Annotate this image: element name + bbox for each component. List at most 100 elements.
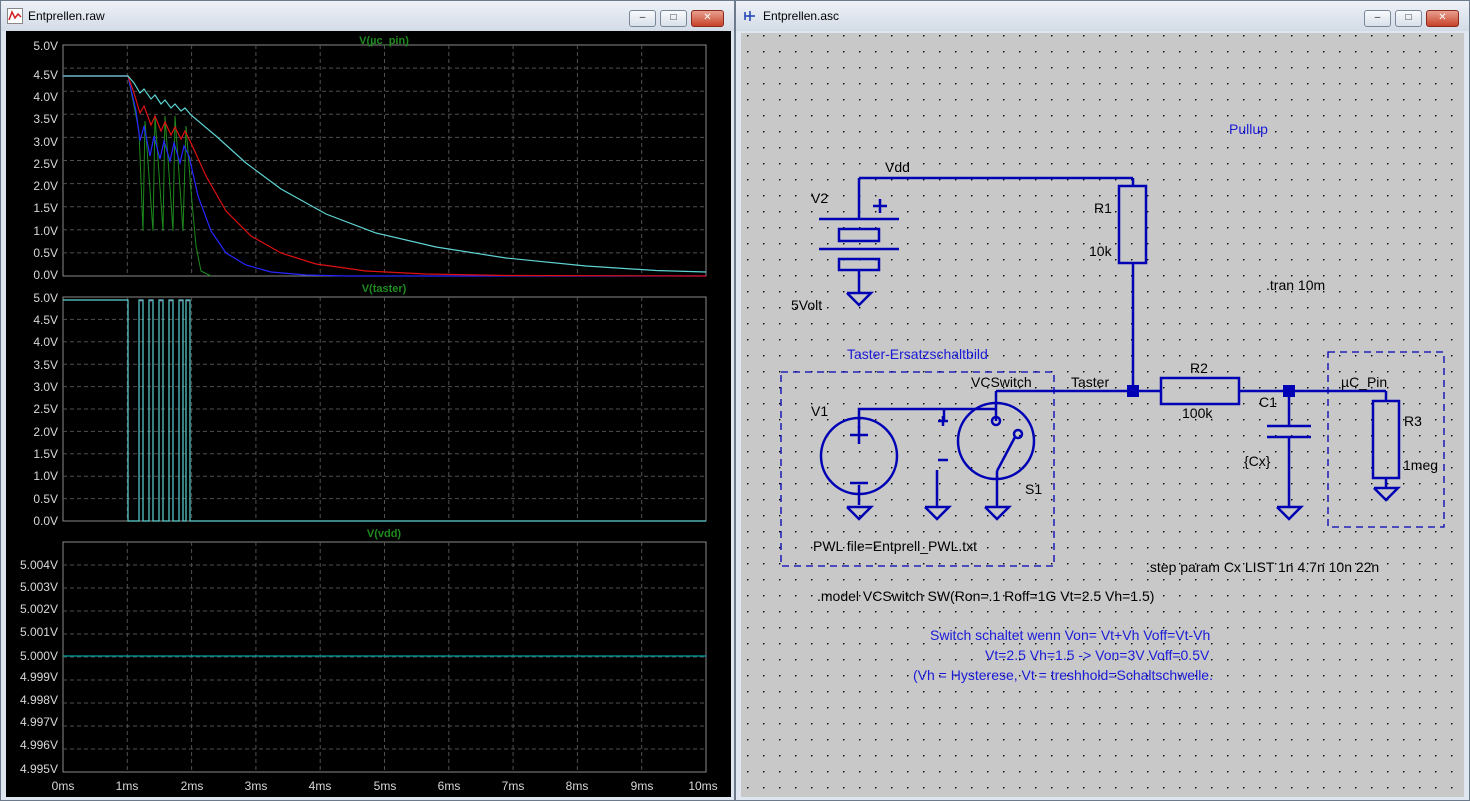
battery-v2[interactable]: [819, 199, 899, 272]
pane-uc-pin-grid: [63, 45, 706, 276]
trace-cx-1n[interactable]: [63, 75, 212, 277]
y-tick: 1.0V: [33, 469, 58, 483]
junction-taster[interactable]: [1127, 385, 1139, 397]
value-v2[interactable]: 5Volt: [791, 297, 822, 313]
x-axis-ticks: 0ms 1ms 2ms 3ms 4ms 5ms 6ms 7ms 8ms 9ms …: [52, 779, 718, 793]
junction-uc-pin[interactable]: [1283, 385, 1295, 397]
trace-taster[interactable]: [63, 299, 706, 522]
x-tick: 7ms: [502, 779, 525, 793]
value-c1[interactable]: {Cx}: [1244, 453, 1271, 469]
resistor-r1[interactable]: [1117, 184, 1148, 265]
net-label-uc-pin[interactable]: µC_Pin: [1341, 374, 1387, 390]
maximize-icon: □: [1405, 12, 1412, 23]
y-tick: 3.0V: [33, 380, 58, 394]
x-tick: 3ms: [245, 779, 268, 793]
y-tick: 4.998V: [20, 693, 58, 707]
y-tick: 5.003V: [20, 580, 58, 594]
schematic-app-icon: [744, 11, 755, 21]
y-tick: 5.0V: [33, 291, 58, 305]
maximize-button[interactable]: □: [660, 10, 687, 27]
pane-uc-pin[interactable]: V(µc_pin) 5.0V 4.5V 4.0V 3.5V 3.0V 2.5V …: [33, 35, 707, 282]
y-tick: 1.0V: [33, 224, 58, 238]
label-v1[interactable]: V1: [811, 403, 828, 419]
uc-pin-box: [1327, 351, 1445, 528]
value-r2[interactable]: 100k: [1182, 405, 1213, 421]
pullup-comment: Pullup: [1229, 121, 1268, 137]
minimize-button[interactable]: –: [629, 10, 656, 27]
schematic-window-title: Entprellen.asc: [763, 9, 840, 23]
trace-cx-22n[interactable]: [63, 75, 707, 273]
y-tick: 0.5V: [33, 246, 58, 260]
pane-taster-grid: [63, 297, 706, 521]
y-tick: 4.995V: [20, 762, 58, 776]
taster-box-comment: Taster-Ersatzschaltbild: [847, 346, 988, 362]
pane-uc-pin-label[interactable]: V(µc_pin): [359, 35, 409, 47]
wires: [857, 176, 1388, 506]
waveform-plot-area[interactable]: V(µc_pin) 5.0V 4.5V 4.0V 3.5V 3.0V 2.5V …: [6, 31, 731, 797]
y-tick: 0.0V: [33, 268, 58, 282]
switch-s1[interactable]: [938, 401, 1036, 481]
label-s1[interactable]: S1: [1025, 481, 1042, 497]
schematic-titlebar[interactable]: Entprellen.asc – □ ✕: [736, 1, 1469, 31]
label-r1[interactable]: R1: [1094, 200, 1112, 216]
ground-icon: [846, 505, 875, 521]
pane-taster[interactable]: V(taster) 5.0V 4.5V 4.0V 3.5V 3.0V 2.5V …: [33, 283, 707, 528]
maximize-icon: □: [670, 12, 677, 23]
y-tick: 1.5V: [33, 201, 58, 215]
voltage-source-v1[interactable]: [819, 416, 899, 496]
taster-equivalent-box: [780, 371, 1055, 567]
trace-cx-10n[interactable]: [63, 75, 707, 277]
close-button[interactable]: ✕: [691, 10, 724, 27]
y-tick: 3.0V: [33, 135, 58, 149]
ground-icons: [846, 291, 1402, 521]
trace-cx-4-7n[interactable]: [63, 75, 706, 277]
x-tick: 6ms: [438, 779, 461, 793]
ground-icon: [984, 505, 1013, 521]
schematic-close-button[interactable]: ✕: [1426, 10, 1459, 27]
step-directive[interactable]: .step param Cx LIST 1n 4.7n 10n 22n: [1146, 559, 1379, 575]
label-r3[interactable]: R3: [1404, 413, 1422, 429]
x-tick: 2ms: [181, 779, 204, 793]
close-icon: ✕: [703, 12, 712, 23]
pane-vdd-label[interactable]: V(vdd): [367, 528, 402, 540]
resistor-r2[interactable]: [1159, 376, 1241, 406]
value-r1[interactable]: 10k: [1089, 243, 1113, 259]
value-r3[interactable]: 1meg: [1403, 457, 1438, 473]
schematic-minimize-button[interactable]: –: [1364, 10, 1391, 27]
y-tick: 0.0V: [33, 514, 58, 528]
y-tick: 4.996V: [20, 738, 58, 752]
label-r2[interactable]: R2: [1190, 360, 1208, 376]
ground-icon: [846, 291, 875, 307]
net-label-vdd[interactable]: Vdd: [885, 159, 910, 175]
waveform-app-icon: [7, 8, 23, 24]
switch-comment-line2: Vt=2.5 Vh=1.5 -> Von=3V Voff=0.5V: [985, 647, 1210, 663]
close-icon: ✕: [1438, 12, 1447, 23]
x-tick: 10ms: [688, 779, 717, 793]
model-directive[interactable]: .model VCSwitch SW(Ron=.1 Roff=1G Vt=2.5…: [817, 588, 1154, 604]
label-vcswitch[interactable]: VCSwitch: [971, 374, 1032, 390]
pane-vdd[interactable]: V(vdd) 5.004V 5.003V 5.002V 5.001V 5.000…: [20, 528, 707, 776]
schematic-canvas[interactable]: Pullup Vdd V2 5Volt R1 10k .tran 10m Tas…: [741, 33, 1464, 797]
label-c1[interactable]: C1: [1259, 394, 1277, 410]
x-tick: 8ms: [566, 779, 589, 793]
pwl-value[interactable]: PWL file=Entprell_PWL.txt: [813, 538, 977, 554]
ground-icon: [924, 505, 953, 521]
switch-comment-line3: (Vh = Hysterese, Vt = treshhold=Schaltsc…: [913, 667, 1213, 683]
y-tick: 4.999V: [20, 670, 58, 684]
label-v2[interactable]: V2: [811, 190, 828, 206]
net-label-taster[interactable]: Taster: [1071, 374, 1109, 390]
resistor-r3[interactable]: [1371, 399, 1401, 480]
capacitor-c1[interactable]: [1267, 424, 1311, 439]
y-tick: 1.5V: [33, 447, 58, 461]
tran-directive[interactable]: .tran 10m: [1266, 277, 1325, 293]
pane-vdd-grid: [63, 542, 706, 772]
schematic-maximize-button[interactable]: □: [1395, 10, 1422, 27]
waveform-titlebar[interactable]: Entprellen.raw – □ ✕: [1, 1, 734, 31]
pane-vdd-y-ticks: 5.004V 5.003V 5.002V 5.001V 5.000V 4.999…: [20, 558, 58, 776]
x-tick: 0ms: [52, 779, 75, 793]
minimize-icon: –: [639, 12, 646, 23]
x-tick: 5ms: [374, 779, 397, 793]
y-tick: 5.000V: [20, 649, 58, 663]
x-tick: 4ms: [309, 779, 332, 793]
pane-taster-label[interactable]: V(taster): [362, 283, 407, 295]
